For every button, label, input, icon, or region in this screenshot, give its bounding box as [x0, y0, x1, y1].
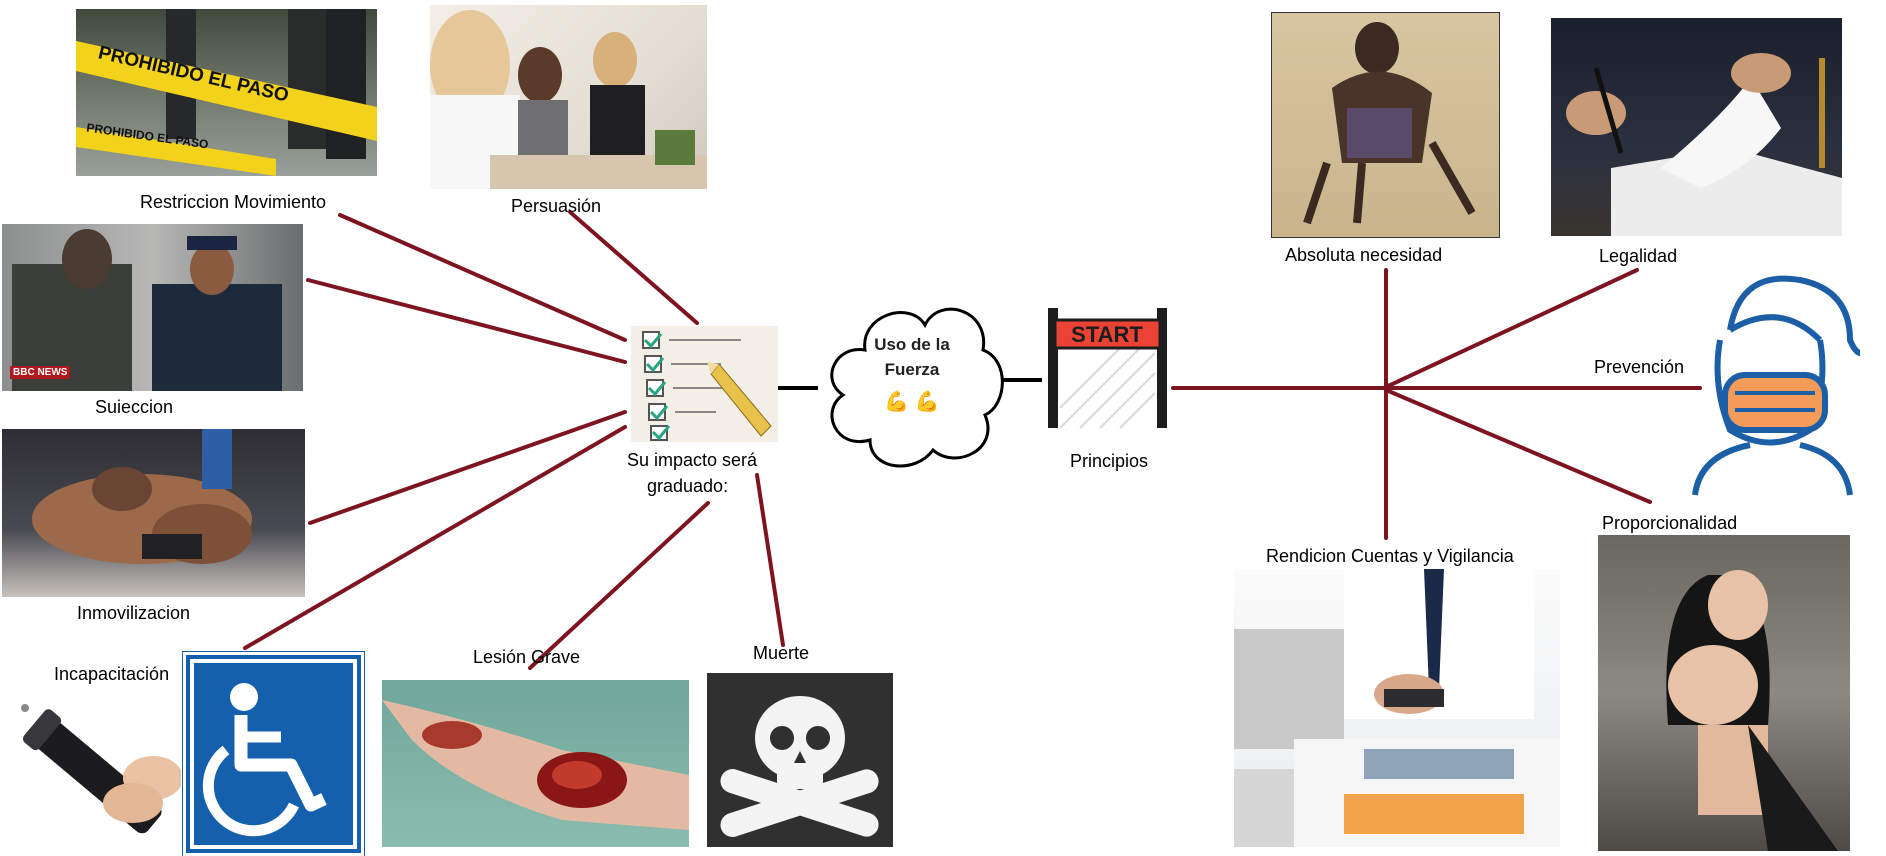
persuasion-photo [430, 5, 707, 189]
link-incapacitacion [243, 425, 627, 650]
cloud-line1: Uso de la [874, 335, 950, 354]
flexed-arm-icon: 💪 💪 [884, 389, 939, 413]
label-rendicion: Rendicion Cuentas y Vigilancia [1266, 546, 1514, 566]
sujecion-photo: BBC NEWS [2, 224, 303, 391]
label-necesidad: Absoluta necesidad [1285, 245, 1443, 265]
rendicion-photo [1234, 569, 1560, 847]
checklist-icon [631, 326, 778, 442]
link-restriccion [338, 213, 627, 342]
label-incapacitacion: Incapacitación [54, 664, 170, 684]
cloud-line2: Fuerza [885, 360, 940, 379]
link-lesion [528, 501, 710, 670]
link-inmovilizacion [308, 410, 627, 525]
necesidad-photo [1271, 12, 1500, 238]
stun-gun-graphic [21, 704, 181, 834]
child-graphic [1303, 22, 1476, 225]
label-prevencion: Prevención [1594, 357, 1685, 377]
report-graphic [1234, 569, 1560, 847]
legalidad-photo [1551, 18, 1842, 236]
label-legalidad: Legalidad [1599, 246, 1678, 266]
checklist-caption-line1: Su impacto será [627, 450, 758, 470]
mask-icon [1692, 275, 1860, 496]
muerte-photo [707, 673, 893, 847]
label-lesion: Lesión Grave [473, 647, 581, 667]
grappling-graphic [32, 429, 252, 564]
stun-gun-photo [3, 678, 181, 853]
skull-icon [707, 673, 893, 847]
start-text: START [1071, 322, 1143, 347]
figure-graphic [1666, 570, 1838, 851]
label-muerte: Muerte [753, 643, 810, 663]
checklist-caption-line2: graduado: [647, 476, 729, 496]
start-sign: START [1048, 308, 1167, 429]
proporcionalidad-photo [1598, 535, 1850, 851]
police-tape-graphic [76, 9, 377, 176]
signing-graphic [1566, 53, 1842, 236]
link-proporcionalidad [1384, 388, 1652, 504]
checklist-graphic [631, 326, 778, 442]
link-legalidad [1384, 268, 1639, 389]
link-persuasion [568, 210, 699, 325]
link-sujecion [306, 278, 627, 364]
meeting-graphic [430, 10, 707, 189]
restriccion-photo: PROHIBIDO EL PASO PROHIBIDO EL PASO [76, 9, 377, 176]
label-inmovilizacion: Inmovilizacion [77, 603, 191, 623]
inmovilizacion-photo [2, 429, 305, 597]
link-muerte [755, 473, 785, 647]
accessibility-sign [182, 651, 365, 856]
label-proporcionalidad: Proporcionalidad [1602, 513, 1738, 533]
label-principios: Principios [1070, 451, 1149, 471]
wound-graphic [382, 700, 689, 830]
lesion-photo [382, 680, 689, 847]
bbc-badge: BBC NEWS [10, 366, 71, 379]
label-persuasion: Persuasión [511, 196, 602, 216]
label-restriccion: Restriccion Movimiento [140, 192, 327, 212]
label-sujecion: Suieccion [95, 397, 174, 417]
uso-fuerza-cloud: Uso de la Fuerza 💪 💪 [830, 307, 1004, 468]
wheelchair-icon [190, 659, 357, 849]
